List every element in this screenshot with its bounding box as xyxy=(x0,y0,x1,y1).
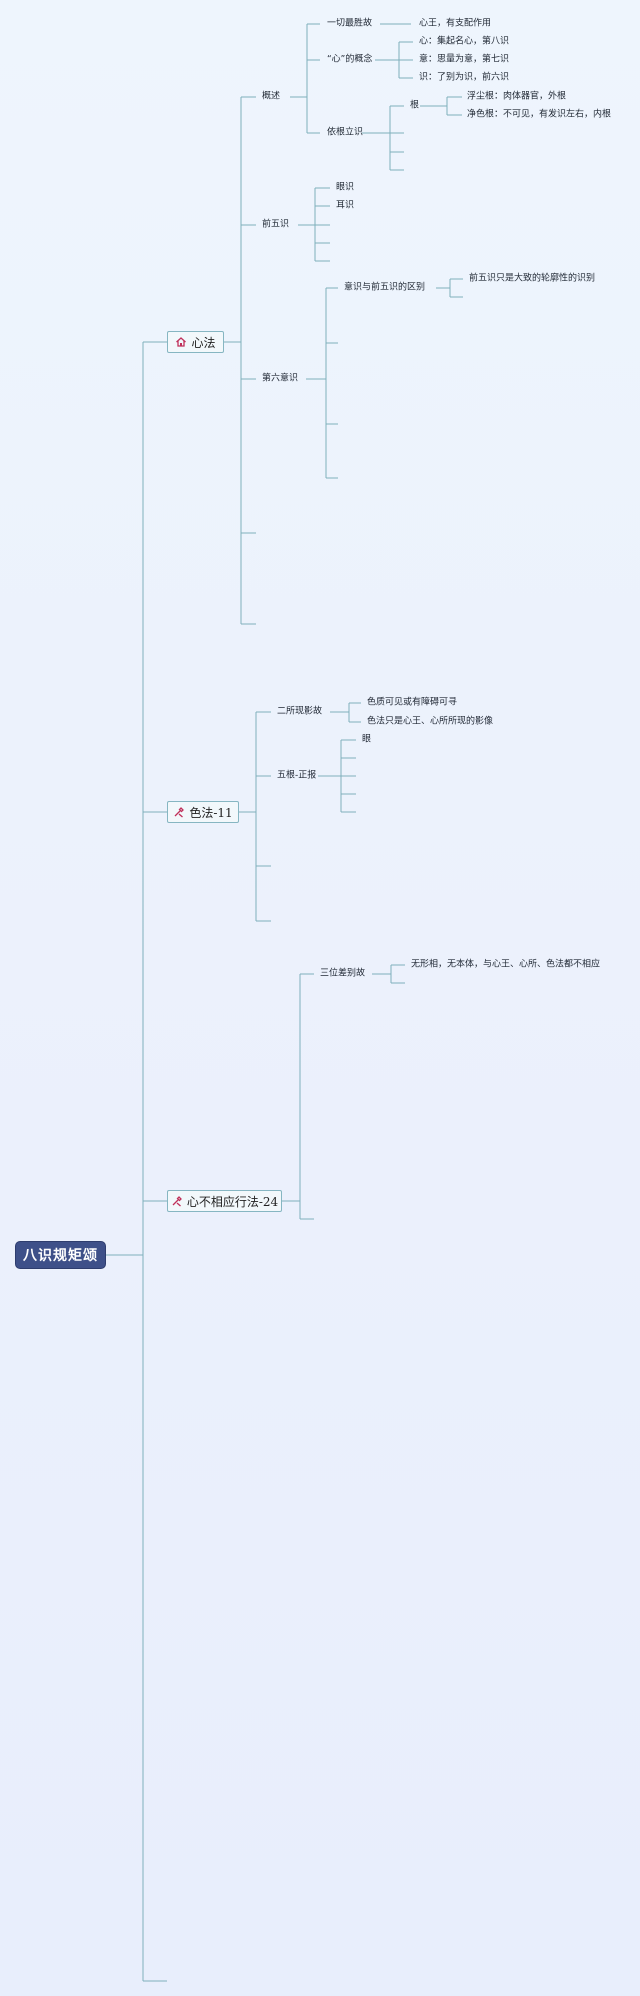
node-yigen[interactable]: 依根立识 xyxy=(327,127,364,138)
node-jingse[interactable]: 净色根：不可见，有发识左右，内根 xyxy=(467,109,612,120)
root-topic[interactable]: 八识规矩颂 xyxy=(15,1241,106,1269)
node-xin-concept[interactable]: “心”的概念 xyxy=(327,54,373,65)
node-wuxing[interactable]: 无形相，无本体，与心王、心所、色法都不相应 xyxy=(411,959,601,970)
node-ersuo[interactable]: 二所现影故 xyxy=(277,706,323,717)
node-gen[interactable]: 根 xyxy=(410,100,420,111)
node-yan[interactable]: 眼 xyxy=(362,734,372,745)
tools-icon xyxy=(174,807,185,818)
node-gaishu[interactable]: 概述 xyxy=(262,91,281,102)
node-xinwang[interactable]: 心王，有支配作用 xyxy=(419,18,492,29)
node-sanwei[interactable]: 三位差别故 xyxy=(320,968,366,979)
tools-icon xyxy=(172,1196,182,1207)
node-fuchen[interactable]: 浮尘根：肉体器官，外根 xyxy=(467,91,567,102)
node-wugen[interactable]: 五根-正报 xyxy=(277,770,317,781)
node-diliu[interactable]: 第六意识 xyxy=(262,373,299,384)
node-qianwu[interactable]: 前五识 xyxy=(262,219,290,230)
node-sefa-only[interactable]: 色法只是心王、心所所现的影像 xyxy=(367,716,494,727)
node-yanshi[interactable]: 眼识 xyxy=(336,182,355,193)
house-icon xyxy=(176,337,187,347)
root-label: 八识规矩颂 xyxy=(23,1248,98,1264)
topic-sefa-label: 色法-11 xyxy=(189,805,233,820)
node-ershi[interactable]: 耳识 xyxy=(336,200,355,211)
topic-xinbuxiangying-label: 心不相应行法-24 xyxy=(186,1194,279,1209)
node-yi-def[interactable]: 意：思量为意，第七识 xyxy=(419,54,510,65)
node-sezhi[interactable]: 色质可见或有障碍可寻 xyxy=(367,697,458,708)
node-qubie-detail[interactable]: 前五识只是大致的轮廓性的识别 xyxy=(469,273,596,284)
topic-xinfa-label: 心法 xyxy=(191,335,216,350)
node-xin-def[interactable]: 心：集起名心，第八识 xyxy=(419,36,510,47)
topic-xinfa[interactable]: 心法 xyxy=(167,331,224,353)
topic-xinbuxiangying[interactable]: 心不相应行法-24 xyxy=(167,1190,282,1212)
node-shi-def[interactable]: 识：了别为识，前六识 xyxy=(419,72,510,83)
node-yiqie[interactable]: 一切最胜故 xyxy=(327,18,373,29)
node-qubie[interactable]: 意识与前五识的区别 xyxy=(344,282,426,293)
topic-sefa[interactable]: 色法-11 xyxy=(167,801,239,823)
